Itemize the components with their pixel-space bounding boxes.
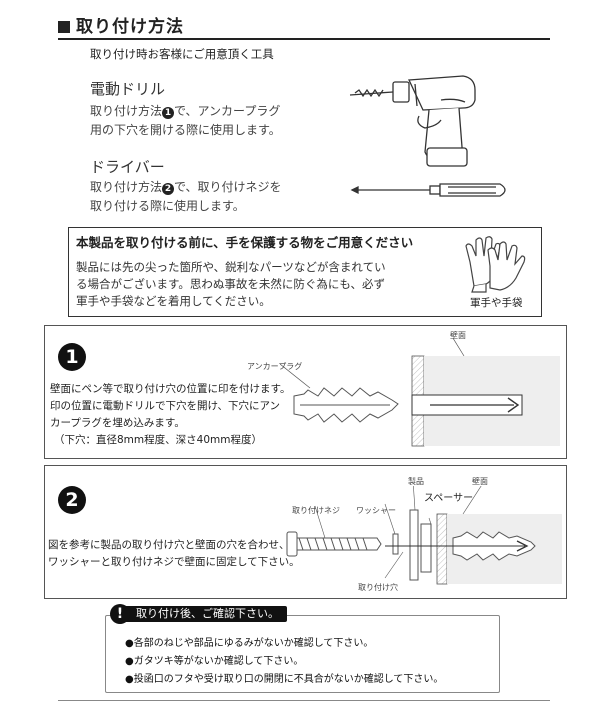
drill-desc-pre: 取り付け方法 (90, 104, 163, 118)
step-2-line: 図を参考に製品の取り付け穴と壁面の穴を合わせ、 (48, 539, 290, 551)
step-number-badge: 2 (162, 183, 175, 195)
tool-desc-screwdriver-line2: 取り付ける際に使用します。 (90, 199, 245, 213)
safety-notice-line: 製品には先の尖った箇所や、鋭利なパーツなどが含まれてい (76, 260, 386, 274)
screwdriver-desc-post: で、取り付けネジを (174, 180, 282, 194)
step-1-panel (44, 325, 567, 459)
safety-notice-box (68, 227, 542, 317)
screwdriver-desc-pre: 取り付け方法 (90, 180, 163, 194)
anchor-plug-diagram (280, 338, 560, 447)
step-2-instructions: 図を参考に製品の取り付け穴と壁面の穴を合わせ、 ワッシャーと取り付けネジで壁面に… (48, 537, 300, 571)
wall-label-2: 壁面 (472, 477, 488, 486)
step-1-line: カープラグを埋め込みます。 (50, 417, 185, 429)
step-1-line: （下穴：直径8mm程度、深さ40mm程度） (54, 434, 262, 446)
step-number-badge: 1 (162, 107, 175, 119)
step-1-number: 1 (58, 343, 86, 371)
checklist-item: ●ガタツキ等がないか確認して下さい。 (125, 656, 304, 667)
step-2-panel (44, 465, 567, 599)
washer-label: ワッシャー (356, 506, 396, 515)
confirmation-heading: 取り付け後、ご確認下さい。 (122, 606, 287, 622)
step-2-number: 2 (58, 486, 86, 514)
footer-rule (58, 700, 550, 701)
gloves-label: 軍手や手袋 (470, 297, 523, 309)
mounting-hole-label: 取り付け穴 (358, 583, 398, 592)
page-title: 取り付け方法 (58, 12, 184, 37)
electric-drill-icon (349, 75, 476, 167)
spacer-label: スペーサー (424, 493, 474, 504)
safety-notice-heading: 本製品を取り付ける前に、手を保護する物をご用意ください (76, 235, 414, 250)
tool-name-screwdriver: ドライバー (90, 158, 165, 176)
wall-label: 壁面 (450, 331, 466, 340)
step-1-line: 印の位置に電動ドリルで下穴を開け、下穴にアン (50, 400, 281, 412)
page-title-text: 取り付け方法 (76, 17, 184, 37)
screw-fixing-diagram (286, 486, 562, 585)
safety-notice-line: 軍手や手袋などを着用してください。 (76, 294, 271, 308)
checklist-item: ●投函口のフタや受け取り口の開閉に不具合がないか確認して下さい。 (125, 674, 444, 685)
safety-notice-body: 製品には先の尖った箇所や、鋭利なパーツなどが含まれてい る場合がございます。思わ… (76, 259, 456, 310)
confirmation-box (105, 615, 500, 693)
screwdriver-icon (350, 183, 506, 197)
anchor-plug-label: アンカープラグ (247, 362, 303, 371)
exclamation-icon: ! (110, 604, 130, 624)
safety-notice-line: る場合がございます。思わぬ事故を未然に防ぐ為にも、必ず (76, 277, 386, 291)
checklist-item: ●各部のねじや部品にゆるみがないか確認して下さい。 (125, 638, 374, 649)
section-header: 取り付け方法 (58, 10, 550, 40)
drill-desc-post: で、アンカープラグ (174, 104, 281, 118)
step-2-line: ワッシャーと取り付けネジで壁面に固定して下さい。 (48, 556, 300, 568)
step-1-line: 壁面にペン等で取り付け穴の位置に印を付けます。 (50, 383, 291, 395)
product-label: 製品 (408, 477, 424, 486)
step-1-instructions: 壁面にペン等で取り付け穴の位置に印を付けます。 印の位置に電動ドリルで下穴を開け… (50, 381, 290, 449)
square-bullet-icon (58, 21, 70, 33)
tool-name-drill: 電動ドリル (90, 80, 166, 98)
tool-desc-drill-line2: 用の下穴を開ける際に使用します。 (90, 123, 281, 137)
tools-intro: 取り付け時お客様にご用意頂く工具 (90, 47, 274, 61)
gloves-icon (465, 236, 526, 293)
screw-label: 取り付けネジ (292, 506, 340, 515)
